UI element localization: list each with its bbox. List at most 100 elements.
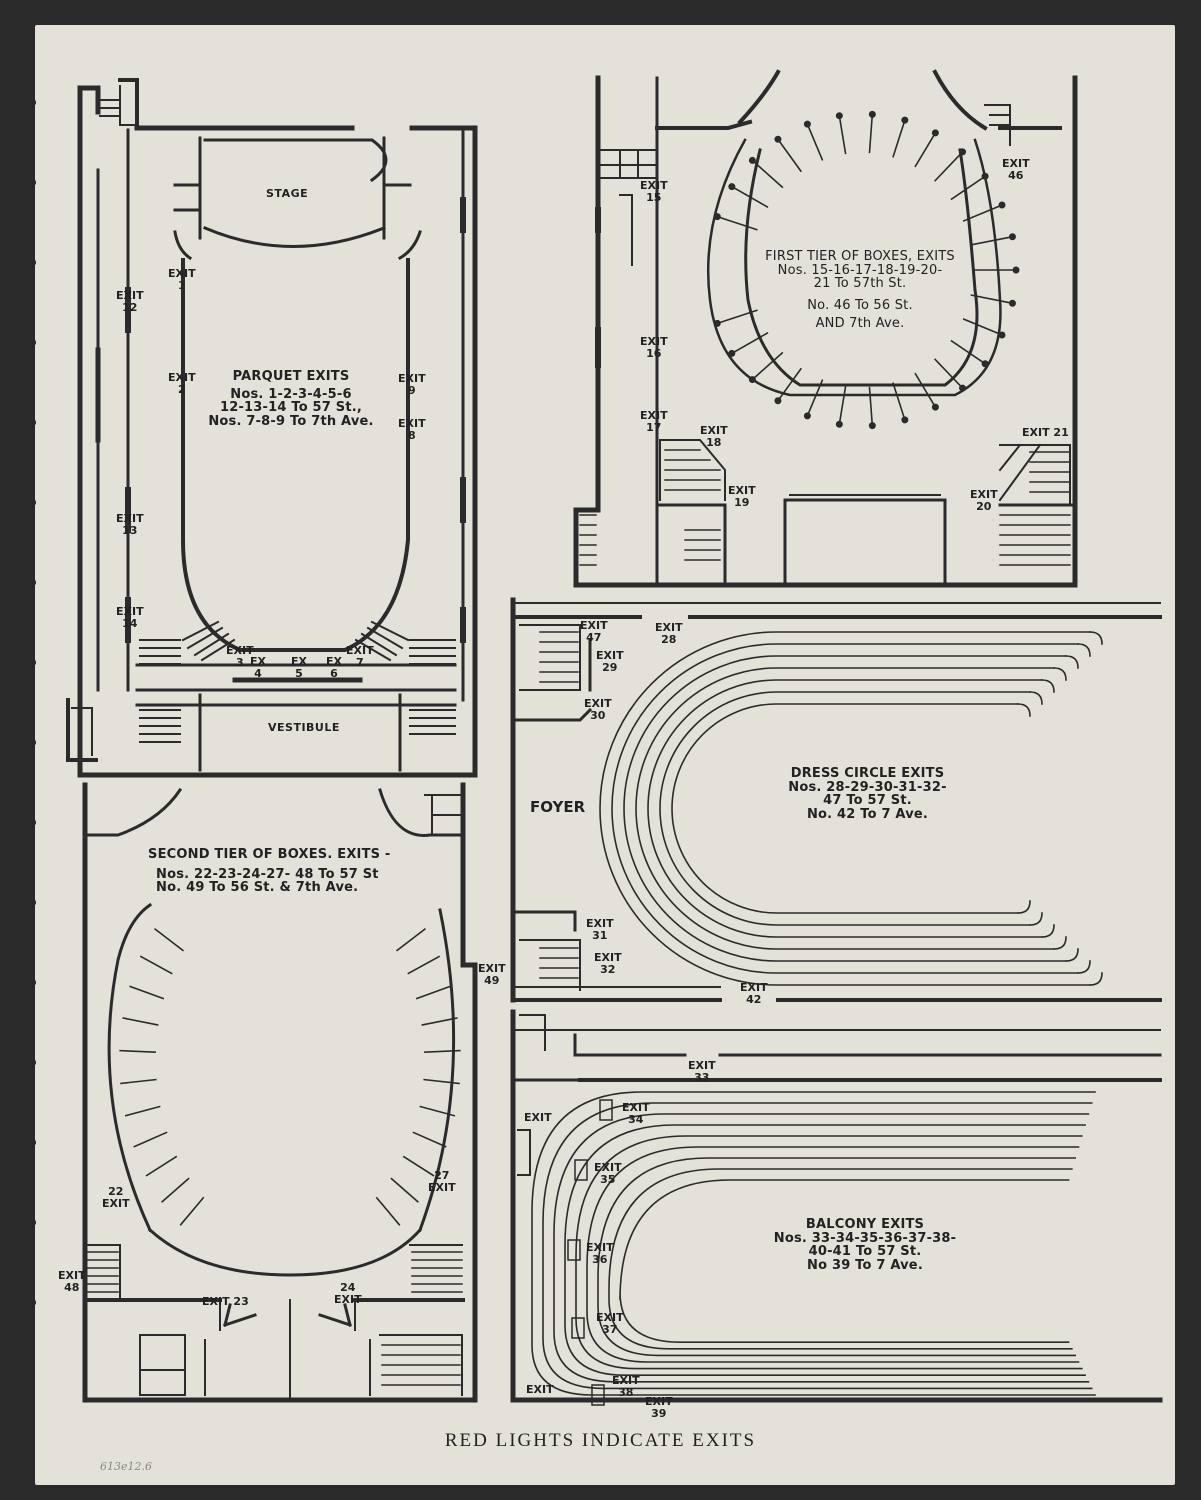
exit-label-line: 33: [694, 1070, 710, 1084]
exit-label-line: EXIT: [640, 179, 668, 192]
box-light: [774, 397, 782, 405]
exit-label-line: EXIT: [596, 649, 624, 662]
partition-line: [776, 367, 802, 402]
partition-line: [838, 385, 847, 426]
second-tier-title-line: SECOND TIER OF BOXES. EXITS -: [148, 847, 391, 862]
first-tier-title-line: AND 7th Ave.: [815, 315, 905, 331]
box-light: [901, 116, 909, 124]
dress-circle-title-line: DRESS CIRCLE EXITS: [790, 766, 945, 781]
partition-line: [154, 927, 185, 952]
exit-label-line: EXIT: [116, 512, 144, 525]
exit-label-line: EXIT: [58, 1269, 86, 1282]
exit-label-line: EXIT: [1002, 157, 1030, 170]
partition-line: [415, 985, 451, 1000]
exit-label-line: EXIT: [612, 1374, 640, 1387]
exit-label-line: 20: [976, 499, 992, 513]
exit-label-line: EXIT: [655, 621, 683, 634]
tier-row: [531, 1091, 1096, 1396]
partition-line: [730, 185, 769, 209]
tier-row: [623, 655, 1067, 962]
tier-row: [619, 1179, 1070, 1343]
partition-line: [120, 1078, 157, 1085]
exit-label-line: 12: [122, 300, 138, 314]
box-light: [728, 183, 736, 191]
partition-line: [395, 927, 426, 952]
partition-line: [161, 1177, 190, 1203]
exit-label-line: EXIT 21: [1022, 426, 1069, 439]
exit-label-line: EXIT: [398, 417, 426, 430]
box-light: [931, 403, 939, 411]
balcony-tiers: [531, 1091, 1096, 1406]
partition-line: [730, 331, 769, 355]
aisle-block: [574, 1159, 588, 1181]
exit-label-line: EXIT: [640, 335, 668, 348]
exit-label-e21: EXIT 21: [1022, 427, 1069, 439]
exit-label-line: EXIT: [584, 697, 612, 710]
partition-line: [751, 159, 784, 189]
exit-label-line: 1: [177, 278, 186, 292]
parquet-title-line: Nos. 1-2-3-4-5-6: [230, 386, 352, 402]
exit-label-line: 32: [600, 962, 616, 976]
balcony-title-line: No 39 To 7 Ave.: [807, 1257, 923, 1273]
partition-line: [412, 1131, 447, 1148]
exit-label-line: EXIT: [594, 951, 622, 964]
box-light: [1008, 299, 1016, 307]
first-tier-exits-title: FIRST TIER OF BOXES, EXITS Nos. 15-16-17…: [760, 250, 960, 330]
exit-label-line: EXIT: [398, 372, 426, 385]
exit-label-line: 6: [330, 666, 338, 680]
balcony-title-line: Nos. 33-34-35-36-37-38-: [773, 1230, 957, 1246]
vestibule-label: VESTIBULE: [268, 721, 340, 734]
exit-label-line: 47: [586, 630, 602, 644]
tier-row: [611, 643, 1079, 974]
box-light: [959, 384, 967, 392]
exit-label-line: 15: [646, 190, 662, 204]
exit-label-line: 19: [734, 495, 750, 509]
box-light: [1012, 266, 1020, 274]
exit-label-line: 5: [295, 666, 303, 680]
balcony-plan: [510, 1009, 1163, 1403]
partition-line: [145, 1155, 178, 1177]
first-tier-title-line: 21 To 57th St.: [813, 276, 907, 292]
second-tier-title-line: Nos. 22-23-24-27- 48 To 57 St: [156, 866, 379, 882]
program-page: [35, 25, 1175, 1485]
dress-circle-title-line: No. 42 To 7 Ave.: [806, 806, 929, 822]
partition-line: [119, 1049, 156, 1053]
exit-label-line: 18: [706, 435, 722, 449]
exit-label-line: 4: [254, 666, 262, 680]
aisle-block: [571, 1317, 585, 1339]
partition-line: [868, 113, 874, 154]
exit-label-line: 36: [592, 1252, 608, 1266]
tier-row: [597, 1157, 1076, 1357]
exit-label-line: 37: [602, 1322, 618, 1336]
second-tier-title-line: No. 49 To 56 St. & 7th Ave.: [156, 880, 359, 896]
box-light: [803, 412, 811, 420]
tier-row-end: [1017, 703, 1031, 914]
tier-row-end: [1077, 643, 1091, 974]
partition-line: [950, 339, 987, 365]
dress-circle-title-line: Nos. 28-29-30-31-32-: [788, 779, 947, 795]
aisle-block: [567, 1239, 581, 1261]
partition-line: [133, 1131, 168, 1148]
partition-line: [806, 379, 824, 417]
partition-line: [407, 955, 441, 975]
tier-row: [608, 1168, 1073, 1350]
partition-line: [970, 235, 1014, 246]
aisle-block: [599, 1099, 613, 1121]
partition-line: [122, 1017, 159, 1026]
